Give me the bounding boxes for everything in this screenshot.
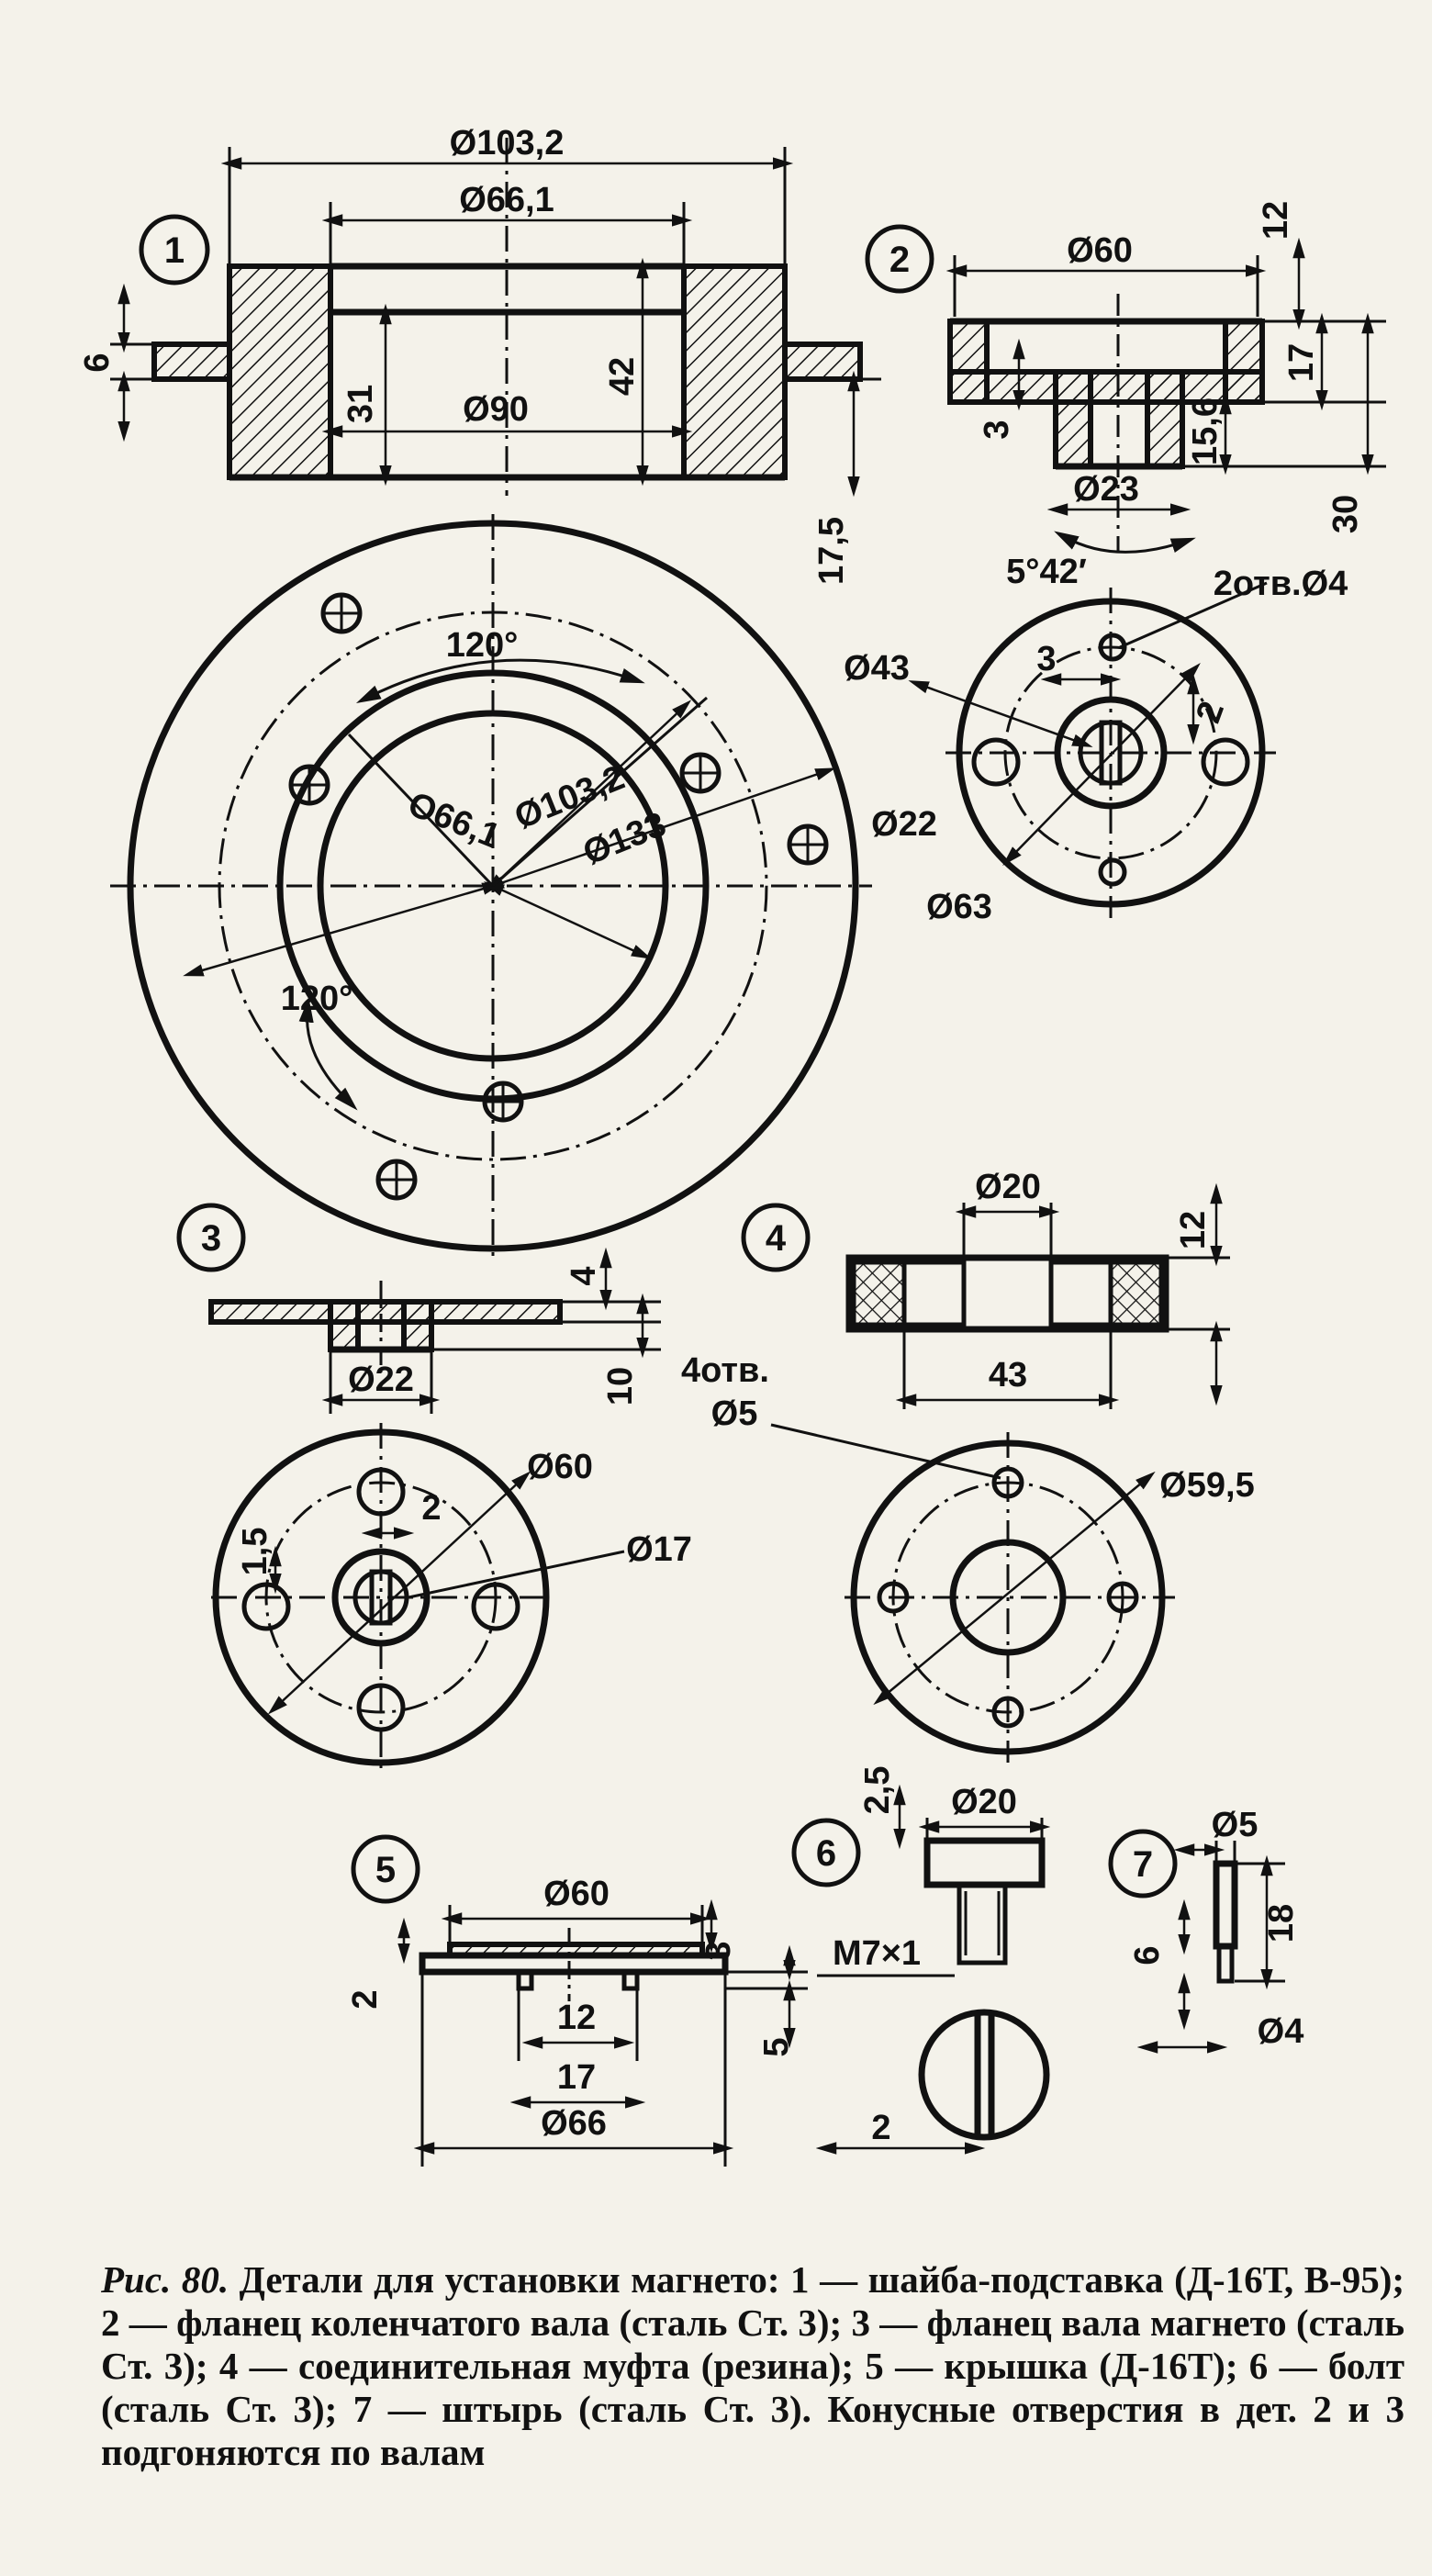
part-6-h25: 2,5 [858, 1766, 897, 1815]
part-1-inner-diameter: Ø66,1 [459, 181, 554, 219]
part-1-right-wall [681, 263, 788, 480]
part-4-number-circle [741, 1203, 811, 1272]
part-2-dim-3: 3 [1036, 640, 1056, 678]
part-5-h5: 5 [757, 2037, 796, 2056]
part-1-number-circle [139, 214, 210, 286]
part-2-d22: Ø22 [871, 805, 937, 844]
part-2-plan: 2отв.Ø4 Ø43 Ø22 Ø63 3 2 [844, 565, 1348, 926]
part-2-height-15: 15,6 [1186, 398, 1225, 465]
part-2-holes: 2отв.Ø4 [1214, 565, 1348, 603]
part-2-top-diameter: Ø60 [1067, 231, 1133, 270]
part-4-h12: 12 [1174, 1211, 1213, 1249]
part-3-dim-15: 1,5 [236, 1528, 274, 1576]
part-5-h2: 2 [346, 1989, 385, 2009]
part-7-h18: 18 [1262, 1904, 1301, 1943]
part-4-holes: 4отв. [681, 1351, 769, 1390]
part-5-w17: 17 [557, 2058, 596, 2097]
part-7-d5: Ø5 [1212, 1806, 1259, 1844]
figure-caption: Рис. 80. Детали для установки магнето: 1… [101, 2258, 1404, 2474]
part-3-number-circle [176, 1203, 246, 1272]
part-5-h3: 3 [699, 1941, 738, 1960]
figure-label: Рис. 80. [101, 2258, 229, 2301]
part-1-bore-diameter: Ø90 [463, 390, 529, 429]
part-2-section: 2 Ø60 12 17 30 15,6 3 Ø23 5°42′ [865, 201, 1386, 591]
part-5-w12: 12 [557, 1999, 596, 2037]
part-2-number-circle [865, 224, 934, 294]
part-2-taper-angle: 5°42′ [1006, 553, 1087, 591]
part-1-angle-bottom: 120° [281, 980, 353, 1018]
figure-caption-text: Детали для установки магнето: 1 — шайба-… [101, 2258, 1405, 2473]
part-3-dim-2: 2 [421, 1489, 441, 1528]
part-2-d43: Ø43 [844, 649, 910, 688]
part-6-thread: M7×1 [833, 1934, 921, 1973]
part-2-height-17: 17 [1282, 343, 1321, 382]
part-2-height-30: 30 [1326, 495, 1365, 533]
part-4: 4 Ø20 12 43 4отв. Ø5 Ø59,5 [681, 1168, 1255, 1763]
part-1-flange-thickness: 6 [78, 353, 117, 372]
part-5-d66: Ø66 [541, 2104, 607, 2143]
part-1-plan: 120° 120° O66,1 Ø103,2 Ø133 [110, 514, 872, 1262]
part-2-dim-2: 2 [1189, 697, 1232, 728]
part-3-d17: Ø17 [626, 1530, 692, 1569]
part-2-top-height: 12 [1257, 201, 1295, 240]
part-1-right-flange [782, 342, 863, 382]
part-7-d4: Ø4 [1258, 2012, 1304, 2051]
part-3-number: 3 [201, 1218, 221, 1259]
part-1-height-42: 42 [603, 357, 642, 396]
part-1-section: 1 Ø103,2 Ø66,1 Ø90 31 42 6 17,5 [78, 124, 881, 585]
part-1-left-wall [227, 263, 333, 480]
part-4-d595: Ø59,5 [1159, 1466, 1255, 1505]
part-2-d63: Ø63 [926, 888, 992, 926]
part-1-plan-d133: Ø133 [578, 805, 672, 873]
part-1-left-flange [151, 342, 232, 382]
part-3: 3 4 10 Ø22 Ø60 Ø17 2 1,5 [176, 1203, 692, 1772]
part-1-number: 1 [164, 230, 185, 271]
part-5-number: 5 [375, 1850, 396, 1890]
part-5-number-circle [351, 1834, 420, 1904]
part-4-number: 4 [766, 1218, 787, 1259]
part-7-number: 7 [1133, 1844, 1153, 1885]
part-4-w43: 43 [989, 1356, 1027, 1394]
part-6-head-circle [918, 2009, 1050, 2141]
part-4-d5: Ø5 [711, 1394, 758, 1433]
part-5-d60: Ø60 [543, 1875, 610, 1913]
part-6-number: 6 [816, 1833, 836, 1874]
part-3-height-10: 10 [601, 1367, 640, 1406]
part-7: 7 Ø5 18 6 Ø4 [1108, 1806, 1304, 2054]
part-1-flange-height: 17,5 [812, 517, 851, 585]
part-3-height-4: 4 [565, 1266, 603, 1285]
part-7-number-circle [1108, 1829, 1178, 1898]
part-6-d20: Ø20 [951, 1783, 1017, 1821]
part-3-d60: Ø60 [527, 1448, 593, 1486]
part-7-h6: 6 [1128, 1945, 1167, 1965]
part-6: 6 Ø20 2,5 M7×1 2 [791, 1766, 1051, 2155]
part-6-w2: 2 [871, 2109, 890, 2147]
part-4-d20: Ø20 [975, 1168, 1041, 1206]
part-6-number-circle [791, 1818, 861, 1887]
part-1-angle-top: 120° [446, 626, 519, 665]
part-2-hub-diameter: Ø23 [1073, 470, 1139, 509]
part-2-number: 2 [889, 240, 910, 280]
part-1-height-31: 31 [341, 385, 380, 423]
part-3-d22: Ø22 [348, 1361, 414, 1399]
part-1-outer-diameter: Ø103,2 [450, 124, 565, 162]
part-5: 5 Ø60 3 2 5 12 17 Ø66 [346, 1834, 808, 2167]
part-2-height-3: 3 [978, 420, 1016, 439]
